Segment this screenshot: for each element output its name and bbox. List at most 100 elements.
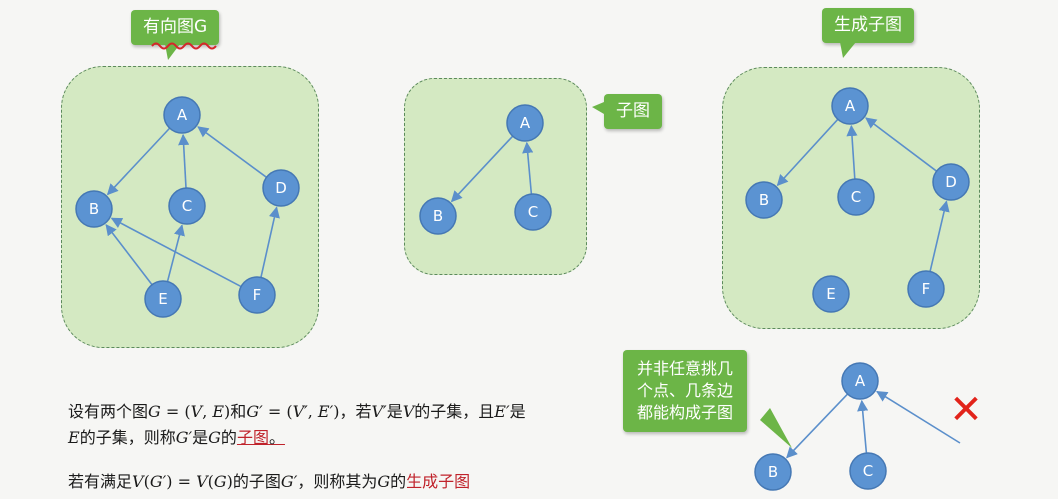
node-circle-g-D [262,169,300,207]
node-circle-g-B [75,190,113,228]
node-label-spanning-B: B [759,191,769,209]
t1-eq1: = ( [160,402,191,421]
callout-warning: 并非任意挑几 个点、几条边 都能构成子图 [623,350,748,432]
node-circle-invalid-B [754,453,792,491]
t3-b: ，则称其为 [297,472,378,491]
invalid-mark: ✕ [949,387,983,433]
node-sub-C: C [514,193,552,231]
edge-invalid-A-B [786,393,849,459]
t2-E: E [68,428,80,447]
node-circle-g-A [163,96,201,134]
edge-spanning-F-D [929,200,950,272]
t2-Gp: G′ [175,428,193,447]
t2-de: 的 [220,428,237,447]
node-spanning-D: D [932,163,970,201]
edge-spanning-C-A [846,124,858,180]
edge-g-F-D [260,206,280,278]
callout-subgraph-label: 子图 [616,101,650,121]
callout-directed-graph: 有向图G [131,10,220,45]
t1-Vp2: V′ [371,402,387,421]
node-circle-invalid-A [841,362,879,400]
t3-p4: )的子图 [226,472,281,491]
t3-V2: V [196,472,208,491]
t1-subset: 的子集，且 [414,402,495,421]
edge-g-D-A [197,126,267,178]
node-circle-spanning-E [812,275,850,313]
node-spanning-A: A [831,87,869,125]
edge-g-A-B [106,127,171,196]
t1-shi2: 是 [509,402,526,421]
node-circle-g-E [144,280,182,318]
t1-Vp: V′ [292,402,308,421]
node-circle-spanning-F [907,270,945,308]
subgraph-term: 子图 [236,428,269,447]
t1-comma2: , [307,402,318,421]
callout-subgraph: 子图 [604,94,662,129]
edge-invalid-X-A [876,390,961,444]
t1-and: 和 [230,402,247,421]
t1-a: 设有两个图 [68,402,149,421]
edge-spanning-D-A [865,117,938,172]
node-spanning-C: C [837,178,875,216]
spanning-subgraph-term: 生成子图 [406,472,471,491]
callout-warning-line-2: 个点、几条边 [637,381,734,400]
node-circle-spanning-B [745,181,783,219]
node-circle-invalid-C [849,452,887,490]
t3-Gp: G′ [149,472,167,491]
node-label-spanning-D: D [945,173,957,191]
edge-sub-A-B [450,135,514,203]
node-sub-A: A [506,104,544,142]
node-label-sub-A: A [520,114,531,132]
node-invalid-C: C [849,452,887,490]
node-label-spanning-F: F [922,280,931,298]
callout-spanning-subgraph: 生成子图 [822,8,914,43]
t3-de: 的 [390,472,407,491]
node-circle-g-C [168,187,206,225]
callout-warning-line-3: 都能构成子图 [637,403,734,422]
node-label-invalid-B: B [768,463,778,481]
node-label-spanning-C: C [851,188,861,206]
edge-g-E-C [166,224,185,282]
edge-invalid-C-A [857,399,869,454]
t1-E: E [212,402,225,421]
callout-directed-graph-label: 有向图G [143,17,208,37]
node-circle-spanning-C [837,178,875,216]
node-circle-sub-B [419,197,457,235]
t3-a: 若有满足 [68,472,133,491]
node-g-D: D [262,169,300,207]
node-circle-g-F [238,276,276,314]
node-spanning-F: F [907,270,945,308]
callout-spanning-subgraph-label: 生成子图 [834,15,902,35]
node-label-spanning-A: A [845,97,856,115]
callout-warning-line-1: 并非任意挑几 [637,359,734,378]
callout-subgraph-tail [592,102,604,114]
edge-g-E-B [105,223,153,286]
callout-spanning-subgraph-tail [840,42,856,58]
definition-line-2: E的子集，则称G′是G的子图。 [68,425,285,451]
node-circle-sub-A [506,104,544,142]
t1-shi: 是 [386,402,403,421]
definition-line-3: 若有满足V(G′) = V(G)的子图G′，则称其为G的生成子图 [68,469,470,495]
t1-close2: ) [333,402,340,421]
t3-V1: V [132,472,144,491]
node-g-B: B [75,190,113,228]
node-label-invalid-C: C [863,462,873,480]
t2-end: 。 [268,428,285,447]
node-g-F: F [238,276,276,314]
t1-Ep: E′ [317,402,334,421]
node-label-invalid-A: A [855,372,866,390]
invalid-cross-icon: ✕ [949,387,983,433]
node-label-g-D: D [275,179,287,197]
node-g-E: E [144,280,182,318]
t2-shi: 是 [192,428,209,447]
node-g-A: A [163,96,201,134]
node-label-g-F: F [253,286,262,304]
node-g-C: C [168,187,206,225]
t3-G2: G [377,472,391,491]
node-label-g-B: B [89,200,99,218]
t1-V2: V [402,402,415,421]
edge-g-F-B [110,217,242,288]
edge-g-C-A [178,133,190,189]
definition-line-1: 设有两个图G = (V, E)和G′ = (V′, E′)，若V′是V的子集，且… [68,399,526,425]
